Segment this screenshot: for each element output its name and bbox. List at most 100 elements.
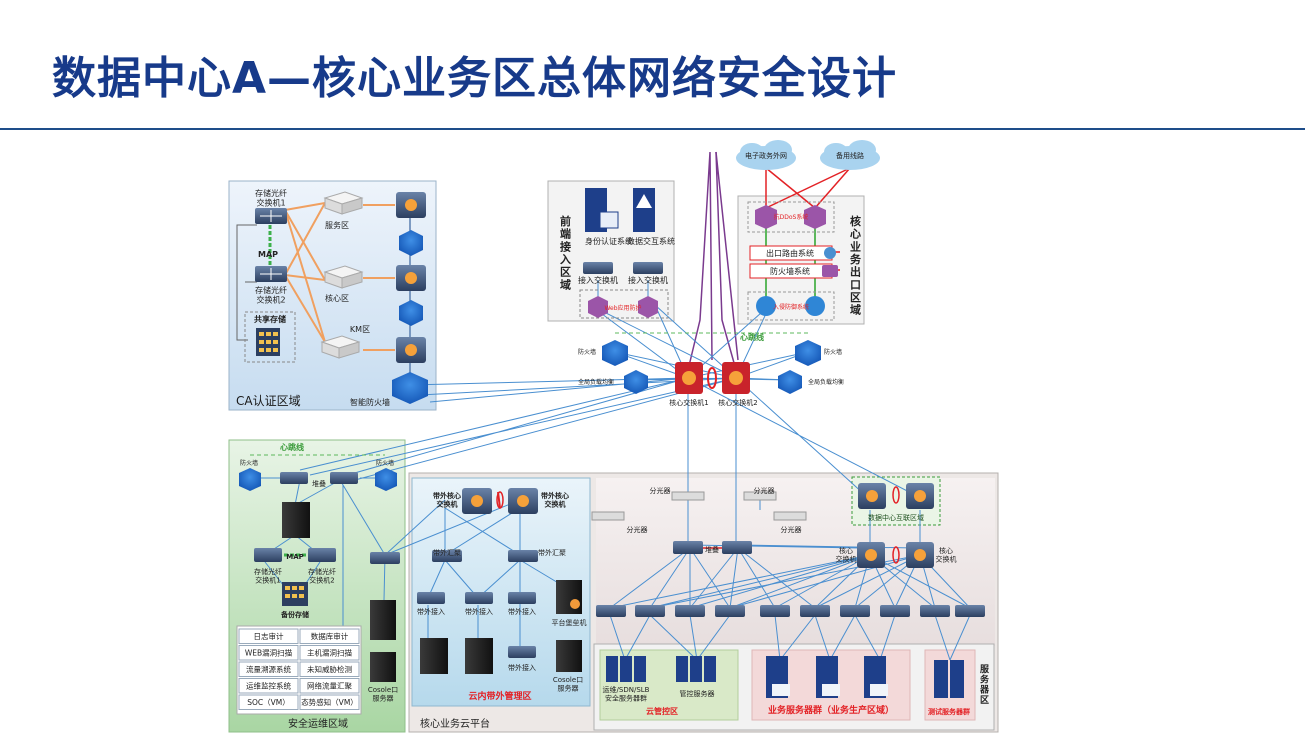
router-icon xyxy=(396,265,426,291)
ops-storage-sw2-label: 存储光纤交换机2 xyxy=(308,567,336,584)
ops-stack-label: 堆叠 xyxy=(312,479,326,488)
oob-zone-label: 云内带外管理区 xyxy=(468,690,531,702)
test-server-group-icon xyxy=(934,660,964,698)
ops-system-cell xyxy=(238,678,299,694)
oob-agg2-label: 带外汇聚 xyxy=(538,548,566,557)
ops-system-label: 态势感知（VM） xyxy=(301,697,358,707)
server-zone-label: 服务器区 xyxy=(979,664,990,706)
ops-system-cell xyxy=(299,678,360,694)
server-icon xyxy=(323,265,364,289)
core-switch-icon xyxy=(857,542,885,568)
cloud-ctrl-zone-label: 云管控区 xyxy=(646,706,678,716)
core-switch-icon xyxy=(906,542,934,568)
firewall-icon xyxy=(399,300,423,326)
oob-core1-label: 带外核心交换机 xyxy=(433,491,461,508)
core-sw-right-label: 核心交换机 xyxy=(936,546,957,563)
ca-service-zone-label: 服务区 xyxy=(325,220,349,230)
access-switch-icon xyxy=(840,605,870,617)
access-switch-icon xyxy=(955,605,985,617)
splitter-bot2-label: 分光器 xyxy=(781,525,802,534)
console1-label: Cosole口服务器 xyxy=(368,686,398,702)
oob-agg1-label: 带外汇聚 xyxy=(433,548,461,557)
ips-icon xyxy=(756,296,776,316)
ops-system-label: WEB漏洞扫描 xyxy=(245,648,293,658)
core-sw2-label: 核心交换机2 xyxy=(718,398,757,407)
splitter-icon xyxy=(671,491,705,501)
ca-km-zone-label: KM区 xyxy=(350,325,370,334)
ca-storage-sw2-label: 存储光纤交换机2 xyxy=(255,285,287,305)
core-sw1-label: 核心交换机1 xyxy=(669,398,708,407)
console2-label: Cosole口服务器 xyxy=(553,676,583,692)
ops-system-label: 运维监控系统 xyxy=(246,681,291,691)
access-switch-row xyxy=(596,605,985,617)
cloud-icon xyxy=(820,140,880,170)
mgmt-devices xyxy=(417,488,582,674)
firewall-system-label: 防火墙系统 xyxy=(770,266,810,276)
ops-system-cell xyxy=(238,628,299,644)
dc-interconnect-router-icon xyxy=(906,483,934,509)
ddos-icon xyxy=(804,205,826,229)
mgmt-server-icon xyxy=(676,656,716,682)
core-switch-2-icon xyxy=(722,362,750,394)
test-servers-label: 测试服务器群 xyxy=(928,707,970,716)
oob-acc3-label: 带外接入 xyxy=(508,607,536,616)
server-icon xyxy=(320,335,361,359)
ca-map-label: MAP xyxy=(258,250,278,259)
ddos-label: 抗DDoS系统 xyxy=(774,213,809,221)
ops-system-label: 网络流量汇聚 xyxy=(307,681,352,691)
oob-core-switch-icon xyxy=(462,488,492,514)
oob-agg-switch-icon xyxy=(432,550,462,562)
stack-switch-icon xyxy=(280,472,308,484)
ca-storage-sw1-label: 存储光纤交换机1 xyxy=(255,188,287,208)
access-switch-icon xyxy=(635,605,665,617)
cloud-icon xyxy=(736,140,796,170)
splitter-bot1-label: 分光器 xyxy=(627,525,648,534)
ops-system-label: 数据库审计 xyxy=(311,631,349,641)
ops-system-label: 主机漏洞扫描 xyxy=(307,648,352,658)
ops-system-cell xyxy=(238,661,299,677)
router-icon xyxy=(396,192,426,218)
ca-devices xyxy=(244,191,428,404)
ops-map-label: MAP xyxy=(286,553,304,561)
access-switch-icon xyxy=(633,262,663,274)
oob-access-switch-icon xyxy=(465,592,493,604)
core-sw-left-label: 核心交换机 xyxy=(836,546,857,563)
oob-access-switch-icon xyxy=(508,592,536,604)
dc-interconnect-router-icon xyxy=(858,483,886,509)
access-switch-icon xyxy=(760,605,790,617)
server-cabinet-icon xyxy=(420,638,448,674)
load-balancer-icon xyxy=(624,370,648,394)
core-network-devices xyxy=(591,483,985,698)
ops-system-cell xyxy=(299,661,360,677)
ops-system-label: 流量溯源系统 xyxy=(246,664,291,674)
id-auth-label: 身份认证系统 xyxy=(585,236,633,246)
ops-system-cell xyxy=(299,694,360,710)
access-switch-icon xyxy=(583,262,613,274)
access-switch-icon xyxy=(596,605,626,617)
firewall-icon xyxy=(795,340,821,366)
smart-firewall-icon xyxy=(392,372,428,404)
access-switch-icon xyxy=(920,605,950,617)
ops-zone-label: 安全运维区域 xyxy=(288,717,348,730)
oob-access-switch-icon xyxy=(417,592,445,604)
oob-acc2-label: 带外接入 xyxy=(465,607,493,616)
ca-smart-fw-label: 智能防火墙 xyxy=(350,397,390,407)
title-divider xyxy=(0,128,1305,130)
ops-fw-left-label: 防火墙 xyxy=(240,459,258,467)
waf-label: Web应用防护 xyxy=(604,304,641,312)
bastion-label: 平台堡垒机 xyxy=(552,618,587,627)
access-switch-icon xyxy=(370,552,400,564)
oob-access-switch-icon xyxy=(508,646,536,658)
labels: 存储光纤交换机1 MAP 存储光纤交换机2 共享存储 服务区 核心区 KM区 C… xyxy=(236,151,990,730)
ops-storage-sw1-label: 存储光纤交换机1 xyxy=(254,567,282,584)
dc-interconnect-label: 数据中心互联区域 xyxy=(868,513,924,522)
front-zone-label: 前端接入区域 xyxy=(560,214,571,291)
ops-fw-right-label: 防火墙 xyxy=(376,459,394,467)
firewall-icon xyxy=(602,340,628,366)
access-sw2-label: 接入交换机 xyxy=(628,275,668,285)
oob-acc4-label: 带外接入 xyxy=(508,663,536,672)
exit-devices xyxy=(736,140,880,321)
core-switch-1-icon xyxy=(675,362,703,394)
splitter-icon xyxy=(743,491,777,501)
